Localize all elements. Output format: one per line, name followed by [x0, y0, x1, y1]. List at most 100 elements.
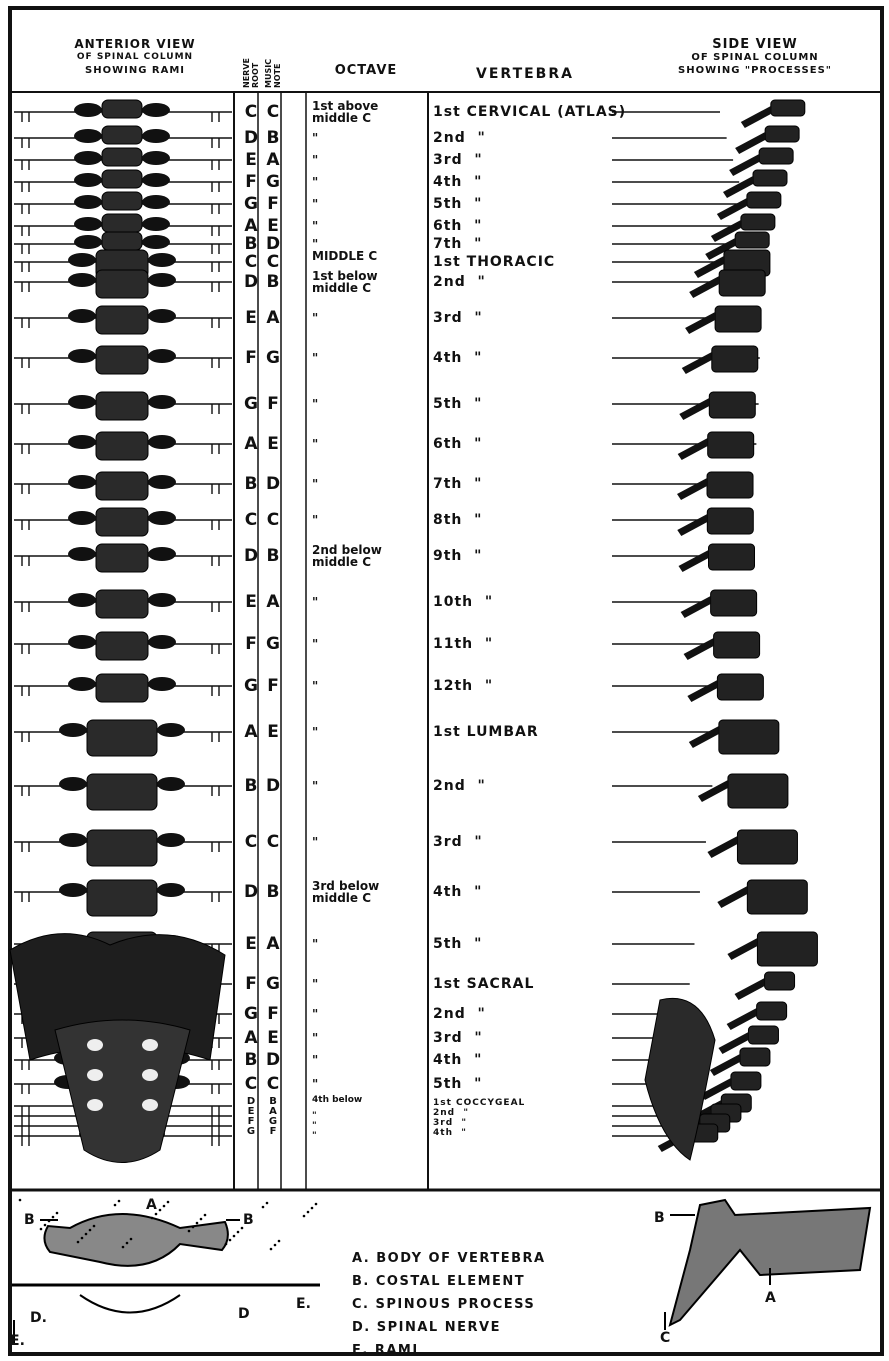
dot-stipple — [274, 1244, 277, 1247]
transverse-process — [148, 635, 176, 649]
dot-stipple — [89, 1229, 92, 1232]
transverse-process — [74, 103, 102, 117]
vertebra-cell: 3rd " — [433, 310, 483, 326]
nerve-root-note: B — [240, 234, 262, 254]
octave-cell: 2nd below middle C — [312, 544, 382, 568]
transverse-process — [157, 723, 185, 737]
side-vertebra — [771, 100, 805, 116]
transverse-process — [74, 151, 102, 165]
music-note: C — [262, 832, 284, 852]
side-view-header: SIDE VIEW OF SPINAL COLUMN SHOWING "PROC… — [630, 38, 880, 77]
transverse-process — [68, 635, 96, 649]
sacral-foramen — [87, 1069, 103, 1081]
nerve-root-note: G — [240, 1126, 262, 1137]
vertebra-cell: 1st SACRAL — [433, 976, 534, 992]
transverse-process — [59, 723, 87, 737]
vertebra-cell: 4th " — [433, 350, 482, 366]
octave-cell: " — [312, 312, 318, 324]
dot-stipple — [311, 1207, 314, 1210]
transverse-process — [148, 435, 176, 449]
music-note: A — [262, 592, 284, 612]
dot-stipple — [44, 1224, 47, 1227]
vertebra-cell: 3rd " — [433, 152, 483, 168]
octave-cell: " — [312, 978, 318, 990]
music-note: F — [262, 1004, 284, 1024]
octave-cell: " — [312, 596, 318, 608]
nerve-root-note: E — [240, 934, 262, 954]
spinous-process — [679, 550, 709, 572]
side-vertebra — [765, 126, 799, 142]
vertebral-body — [102, 232, 142, 250]
transverse-process — [157, 777, 185, 791]
octave-cell: " — [312, 352, 318, 364]
octave-cell: " — [312, 132, 318, 144]
nerve-root-note: F — [240, 172, 262, 192]
sacral-foramen — [87, 1099, 103, 1111]
vertebral-body — [96, 306, 148, 334]
octave-cell: " — [312, 176, 318, 188]
dot-stipple — [81, 1237, 84, 1240]
vertebra-cell: 2nd " — [433, 778, 486, 794]
octave-cell: " — [312, 154, 318, 166]
vertebra-cell: 4th " — [433, 884, 482, 900]
label-e-left: E. — [10, 1333, 25, 1349]
octave-cell: " — [312, 220, 318, 232]
anterior-view-header: ANTERIOR VIEW OF SPINAL COLUMN SHOWING R… — [40, 38, 230, 77]
vertebral-body — [96, 674, 148, 702]
dot-stipple — [278, 1240, 281, 1243]
dot-stipple — [192, 1226, 195, 1229]
transverse-process — [157, 833, 185, 847]
octave-cell: " — [312, 398, 318, 410]
transverse-process — [68, 475, 96, 489]
transverse-process — [142, 235, 170, 249]
vertebra-cell: 1st COCCYGEAL — [433, 1098, 525, 1108]
music-note: D — [262, 234, 284, 254]
vertebra-cell: 8th " — [433, 512, 482, 528]
nerve-root-note: D — [240, 882, 262, 902]
transverse-process — [68, 435, 96, 449]
dot-stipple — [303, 1215, 306, 1218]
dot-stipple — [93, 1225, 96, 1228]
nerve-root-note: G — [240, 676, 262, 696]
spinous-process — [698, 780, 728, 802]
side-vertebra — [712, 346, 758, 372]
octave-cell: MIDDLE C — [312, 250, 377, 262]
music-note: G — [262, 348, 284, 368]
legend-item: B. COSTAL ELEMENT — [352, 1274, 525, 1289]
vertebral-body — [102, 148, 142, 166]
vertebra-cell: 6th " — [433, 218, 482, 234]
transverse-process — [148, 547, 176, 561]
label-d-right: D — [238, 1306, 250, 1322]
vertebra-cell: 3rd " — [433, 1118, 467, 1128]
vertebral-body — [96, 632, 148, 660]
vertebral-body — [102, 126, 142, 144]
transverse-process — [148, 677, 176, 691]
nerve-root-note: B — [240, 1050, 262, 1070]
music-note: C — [262, 1074, 284, 1094]
vertebra-cell: 1st LUMBAR — [433, 724, 539, 740]
music-note: D — [262, 474, 284, 494]
music-note: F — [262, 394, 284, 414]
dot-stipple — [122, 1246, 125, 1249]
transverse-process — [74, 173, 102, 187]
vertebra-cell: 4th " — [433, 1052, 482, 1068]
side-vertebra — [759, 148, 793, 164]
nerve-root-note: C — [240, 252, 262, 272]
octave-cell: 1st below middle C — [312, 270, 378, 294]
octave-cell: " — [312, 1008, 318, 1020]
transverse-process — [74, 129, 102, 143]
spinous-process — [735, 978, 765, 1000]
side-vertebra — [757, 1002, 787, 1020]
transverse-process — [148, 511, 176, 525]
transverse-process — [142, 217, 170, 231]
vertebral-body — [96, 346, 148, 374]
label-d-left: D. — [30, 1310, 47, 1326]
dot-stipple — [270, 1248, 273, 1251]
dot-stipple — [262, 1206, 265, 1209]
nerve-arc — [80, 1295, 180, 1313]
nerve-root-note: G — [240, 1004, 262, 1024]
dot-stipple — [225, 1243, 228, 1246]
vertebra-cell: 2nd " — [433, 274, 486, 290]
side-vertebra — [735, 232, 769, 248]
side-vertebra — [707, 508, 753, 534]
